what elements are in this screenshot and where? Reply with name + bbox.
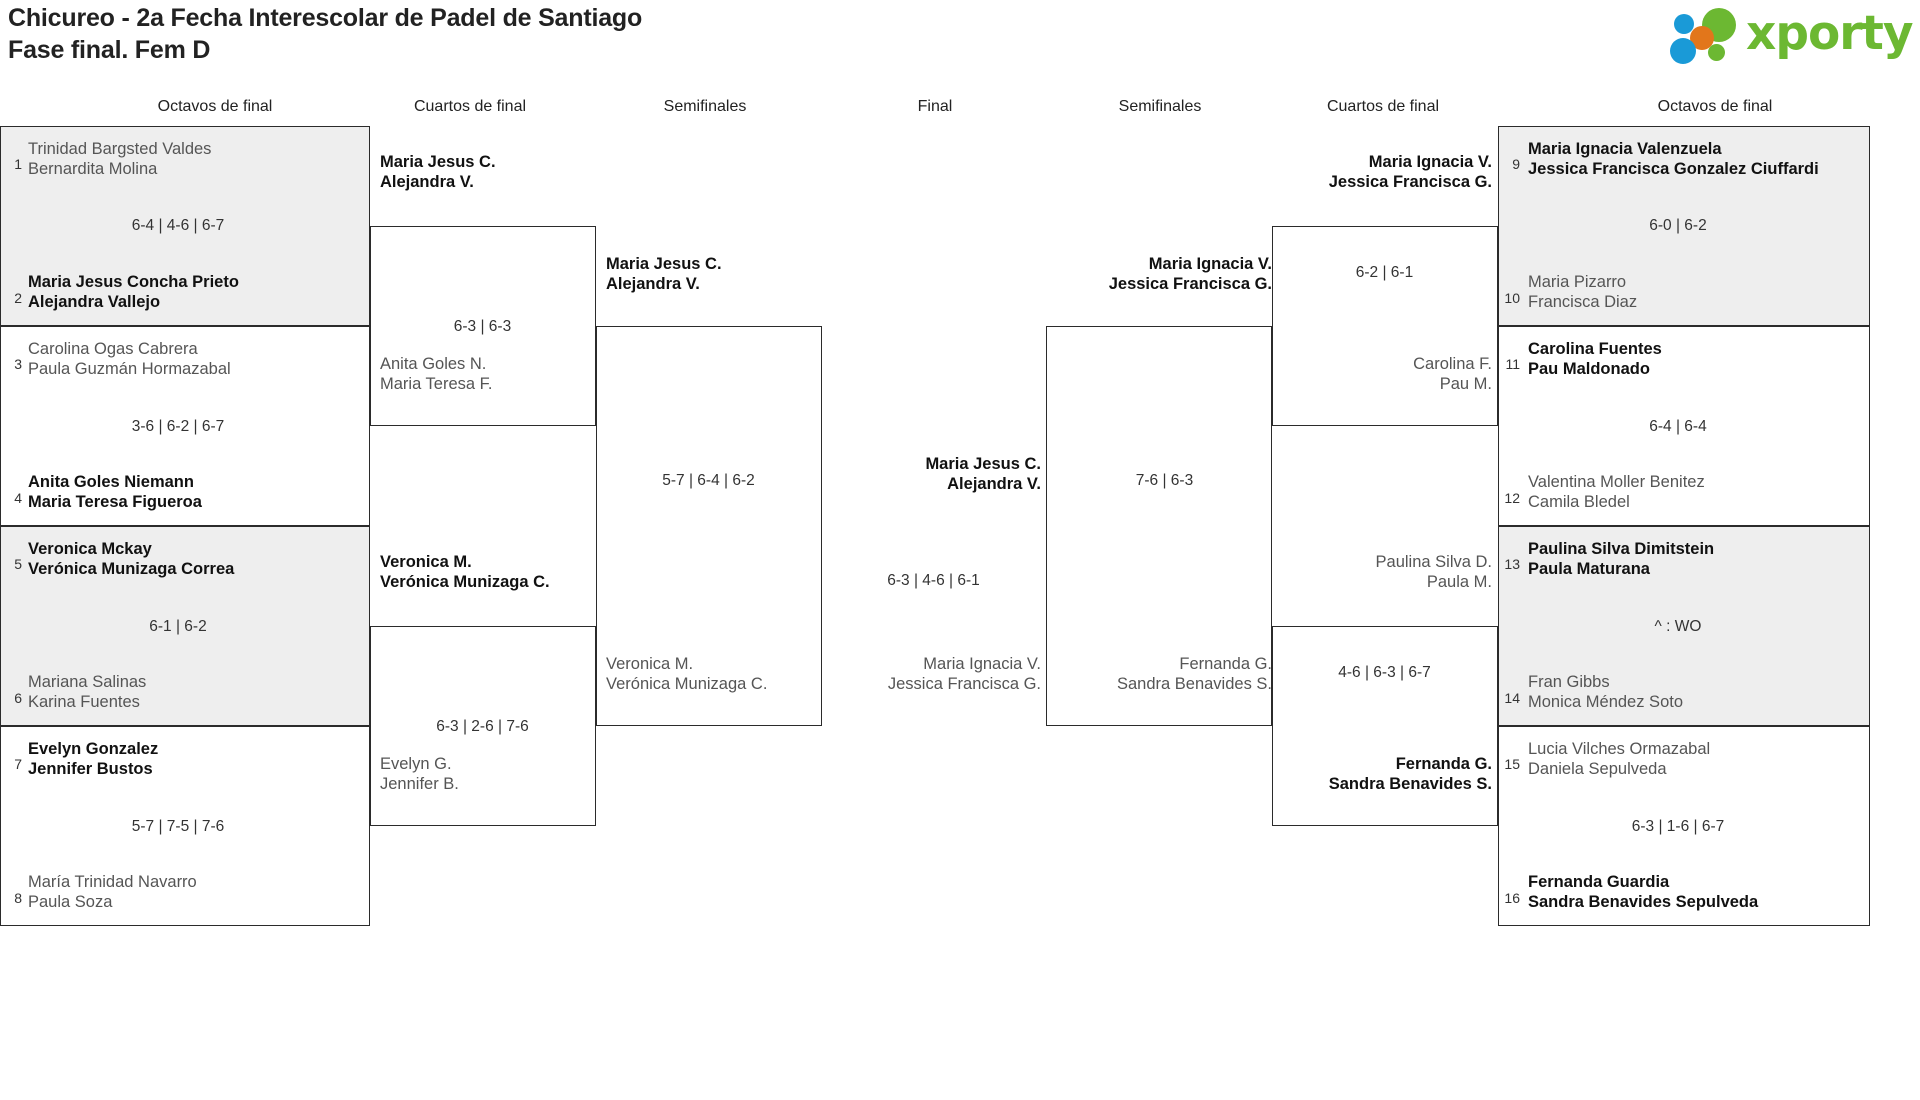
match-box-r16-3[interactable] <box>0 526 370 726</box>
score-qf-right-2: 4-6 | 6-3 | 6-7 <box>1338 664 1431 681</box>
team-sf-left-bottom: Veronica M. Verónica Munizaga C. <box>606 655 768 693</box>
seed-number-11: 11 <box>1505 356 1520 372</box>
match-box-r16-4[interactable] <box>0 726 370 926</box>
seed-number-4: 4 <box>14 490 22 506</box>
team-sf-right-bottom: Fernanda G. Sandra Benavides S. <box>1116 655 1272 693</box>
team-r16-15-top: Lucia Vilches Ormazabal Daniela Sepulved… <box>1528 740 1711 778</box>
score-final: 6-3 | 4-6 | 6-1 <box>887 572 980 589</box>
score-r16-4: 5-7 | 7-5 | 7-6 <box>131 818 225 835</box>
team-r16-1-top: Trinidad Bargsted Valdes Bernardita Moli… <box>28 140 212 178</box>
seed-number-5: 5 <box>14 556 22 572</box>
match-box-r16-13[interactable] <box>1498 526 1870 726</box>
match-box-r16-1[interactable] <box>0 126 370 326</box>
team-final-top: Maria Jesus C. Alejandra V. <box>925 455 1041 493</box>
team-r16-13-bottom: Fran Gibbs Monica Méndez Soto <box>1528 673 1684 711</box>
seed-number-1: 1 <box>14 156 22 172</box>
team-qf-left-1-top: Maria Jesus C. Alejandra V. <box>380 153 496 191</box>
seed-number-2: 2 <box>14 290 22 306</box>
logo-dot-blue-small <box>1674 14 1694 34</box>
round-header-octavos-right: Octavos de final <box>1657 98 1773 115</box>
match-box-qf-right-2[interactable] <box>1272 626 1498 826</box>
xporty-logo: xporty <box>1668 6 1914 64</box>
match-box-r16-2[interactable] <box>0 326 370 526</box>
team-r16-3-bottom: Mariana Salinas Karina Fuentes <box>28 673 147 711</box>
seed-number-6: 6 <box>14 690 22 706</box>
match-box-r16-11[interactable] <box>1498 326 1870 526</box>
team-qf-right-2-top: Paulina Silva D. Paula M. <box>1375 553 1492 591</box>
match-box-qf-left-1[interactable] <box>370 226 596 426</box>
seed-number-12: 12 <box>1504 490 1520 506</box>
match-box-r16-9[interactable] <box>1498 126 1870 326</box>
score-r16-9: 6-0 | 6-2 <box>1649 217 1707 234</box>
score-sf-left: 5-7 | 6-4 | 6-2 <box>662 472 755 489</box>
logo-dot-green-small <box>1708 44 1725 61</box>
match-box-qf-right-1[interactable] <box>1272 226 1498 426</box>
team-r16-1-bottom: Maria Jesus Concha Prieto Alejandra Vall… <box>28 273 239 311</box>
match-box-r16-15[interactable] <box>1498 726 1870 926</box>
team-qf-right-1-top: Maria Ignacia V. Jessica Francisca G. <box>1328 153 1492 191</box>
team-qf-right-2-bottom: Fernanda G. Sandra Benavides S. <box>1328 755 1492 793</box>
seed-number-10: 10 <box>1504 290 1520 306</box>
team-sf-right-top: Maria Ignacia V. Jessica Francisca G. <box>1108 255 1272 293</box>
logo-wordmark: xporty <box>1746 6 1914 61</box>
team-qf-right-1-bottom: Carolina F. Pau M. <box>1413 355 1492 393</box>
score-qf-left-2: 6-3 | 2-6 | 7-6 <box>436 718 529 735</box>
score-r16-11: 6-4 | 6-4 <box>1649 418 1707 435</box>
round-header-cuartos-left: Cuartos de final <box>413 98 527 115</box>
team-r16-9-top: Maria Ignacia Valenzuela Jessica Francis… <box>1528 140 1819 178</box>
match-box-final[interactable] <box>1046 326 1272 726</box>
team-r16-2-top: Carolina Ogas Cabrera Paula Guzmán Horma… <box>28 340 231 378</box>
seed-number-9: 9 <box>1512 156 1520 172</box>
match-box-sf-left[interactable] <box>596 326 822 726</box>
team-r16-2-bottom: Anita Goles Niemann Maria Teresa Figuero… <box>28 473 202 511</box>
seed-number-13: 13 <box>1504 556 1520 572</box>
score-r16-3: 6-1 | 6-2 <box>149 618 207 635</box>
team-r16-3-top: Veronica Mckay Verónica Munizaga Correa <box>28 540 235 578</box>
round-header-final: Final <box>917 98 953 115</box>
score-qf-left-1: 6-3 | 6-3 <box>453 318 512 335</box>
team-qf-left-1-bottom: Anita Goles N. Maria Teresa F. <box>380 355 493 393</box>
score-r16-1: 6-4 | 4-6 | 6-7 <box>131 217 225 234</box>
team-r16-9-bottom: Maria Pizarro Francisca Diaz <box>1528 273 1638 311</box>
seed-number-8: 8 <box>14 890 22 906</box>
score-r16-13: ^ : WO <box>1654 618 1702 635</box>
round-header-semis-left: Semifinales <box>663 98 747 115</box>
round-header-cuartos-right: Cuartos de final <box>1326 98 1440 115</box>
score-r16-15: 6-3 | 1-6 | 6-7 <box>1631 818 1725 835</box>
team-sf-left-top: Maria Jesus C. Alejandra V. <box>606 255 722 293</box>
round-header-octavos-left: Octavos de final <box>157 98 273 115</box>
team-final-bottom: Maria Ignacia V. Jessica Francisca G. <box>887 655 1041 693</box>
team-r16-4-top: Evelyn Gonzalez Jennifer Bustos <box>28 740 159 778</box>
logo-dot-blue-large <box>1670 38 1696 64</box>
match-box-qf-left-2[interactable] <box>370 626 596 826</box>
score-sf-right: 7-6 | 6-3 <box>1135 472 1194 489</box>
team-r16-13-top: Paulina Silva Dimitstein Paula Maturana <box>1528 540 1715 578</box>
team-r16-4-bottom: María Trinidad Navarro Paula Soza <box>28 873 197 911</box>
page-title: Chicureo - 2a Fecha Interescolar de Pade… <box>8 4 643 64</box>
round-header-semis-right: Semifinales <box>1118 98 1202 115</box>
team-qf-left-2-top: Veronica M. Verónica Munizaga C. <box>380 553 550 591</box>
team-r16-11-bottom: Valentina Moller Benitez Camila Bledel <box>1528 473 1705 511</box>
score-qf-right-1: 6-2 | 6-1 <box>1355 264 1414 281</box>
seed-number-14: 14 <box>1504 690 1520 706</box>
seed-number-3: 3 <box>14 356 22 372</box>
team-qf-left-2-bottom: Evelyn G. Jennifer B. <box>380 755 459 793</box>
seed-number-16: 16 <box>1504 890 1520 906</box>
seed-number-15: 15 <box>1504 756 1520 772</box>
seed-number-7: 7 <box>14 756 22 772</box>
score-r16-2: 3-6 | 6-2 | 6-7 <box>131 418 225 435</box>
team-r16-15-bottom: Fernanda Guardia Sandra Benavides Sepulv… <box>1528 873 1759 911</box>
team-r16-11-top: Carolina Fuentes Pau Maldonado <box>1528 340 1662 378</box>
